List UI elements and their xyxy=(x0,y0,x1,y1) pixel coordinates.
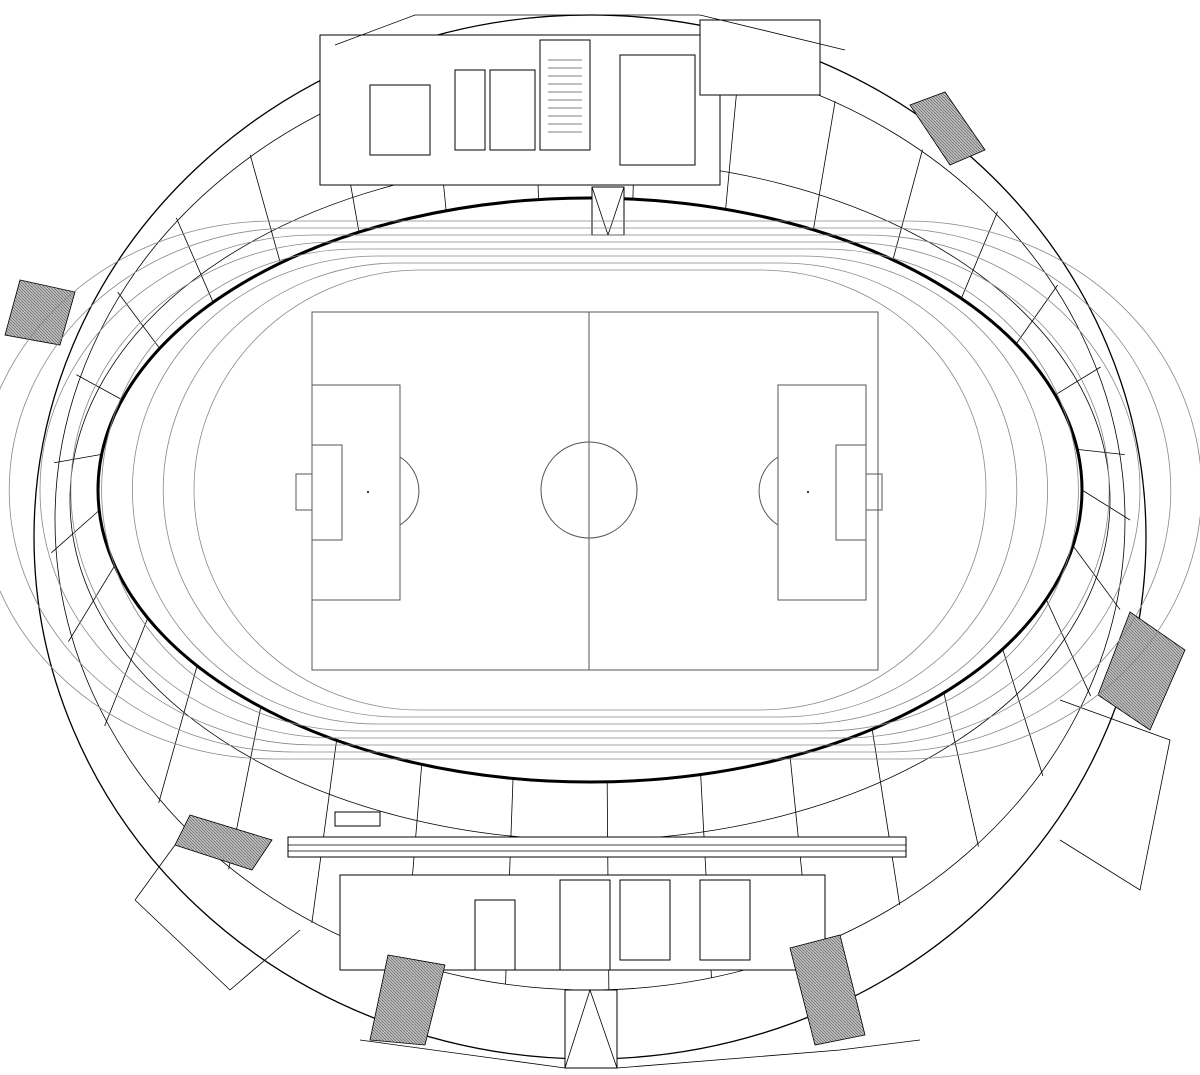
goal-area-right xyxy=(835,444,867,541)
goal-area-left xyxy=(311,444,343,541)
south-entrance xyxy=(564,989,618,1069)
radial-wall xyxy=(871,729,901,906)
press-tribune xyxy=(287,836,907,858)
radial-wall xyxy=(1077,448,1125,455)
room xyxy=(699,19,821,96)
south-stand-block xyxy=(134,699,1171,1069)
auditorium-seats xyxy=(548,59,582,133)
track-lane xyxy=(131,255,1049,725)
radial-wall xyxy=(1081,489,1131,521)
radial-wall xyxy=(53,454,102,464)
penalty-spot-right xyxy=(807,491,809,493)
entrance-ramp xyxy=(564,988,618,1069)
running-track xyxy=(0,220,1200,760)
track-lane xyxy=(101,248,1079,732)
north-stand-block xyxy=(319,14,846,237)
penalty-area-right xyxy=(777,384,867,601)
radial-wall xyxy=(175,217,214,303)
radial-wall xyxy=(1072,545,1121,610)
radial-wall xyxy=(1015,284,1058,345)
penalty-spot-left xyxy=(367,491,369,493)
room xyxy=(559,879,611,971)
room xyxy=(369,84,431,156)
stair-east xyxy=(1097,611,1186,731)
stair-south-east xyxy=(789,934,866,1046)
stair-west xyxy=(4,279,76,346)
stair-blocks xyxy=(4,91,1186,1046)
track-lane xyxy=(0,220,1200,760)
stair-north-east xyxy=(909,91,986,166)
football-pitch xyxy=(295,311,883,671)
pitch-boundary xyxy=(311,311,879,671)
radial-wall xyxy=(158,665,198,803)
room xyxy=(489,69,536,151)
south-plaza-edge xyxy=(134,844,921,1069)
goal-right xyxy=(865,473,883,511)
track-lane xyxy=(8,227,1172,753)
north-roof-edge xyxy=(334,14,846,51)
radial-wall xyxy=(1045,599,1092,697)
radial-wall xyxy=(104,617,149,727)
room xyxy=(454,69,486,151)
track-lane xyxy=(193,269,987,711)
south-east-wedge xyxy=(1059,699,1171,891)
radial-wall xyxy=(812,101,836,230)
track-lane xyxy=(162,262,1018,718)
room xyxy=(619,54,696,166)
radial-wall xyxy=(892,149,923,261)
radial-wall xyxy=(51,510,100,554)
radial-wall xyxy=(1002,648,1044,777)
penalty-arc-left xyxy=(399,456,420,526)
auditorium xyxy=(539,39,591,151)
centre-circle xyxy=(540,441,638,539)
room xyxy=(699,879,751,961)
radial-wall xyxy=(943,692,979,847)
track-lane xyxy=(39,234,1141,746)
radial-wall xyxy=(68,565,116,642)
penalty-arc-right xyxy=(758,456,779,526)
radial-wall xyxy=(960,211,998,299)
stair-south-west xyxy=(174,814,273,871)
room xyxy=(474,899,516,971)
inner-bowl-wall xyxy=(96,196,1084,784)
box-seats xyxy=(334,811,381,827)
stair-south xyxy=(369,954,446,1046)
tunnel-entrance xyxy=(591,186,625,236)
radial-wall xyxy=(76,374,123,401)
radial-wall xyxy=(311,740,337,923)
radial-wall xyxy=(249,154,281,264)
goal-left xyxy=(295,473,313,511)
radial-wall xyxy=(1054,366,1101,396)
room xyxy=(619,879,671,961)
penalty-area-left xyxy=(311,384,401,601)
track-lane xyxy=(70,241,1110,739)
radial-wall xyxy=(117,291,161,349)
